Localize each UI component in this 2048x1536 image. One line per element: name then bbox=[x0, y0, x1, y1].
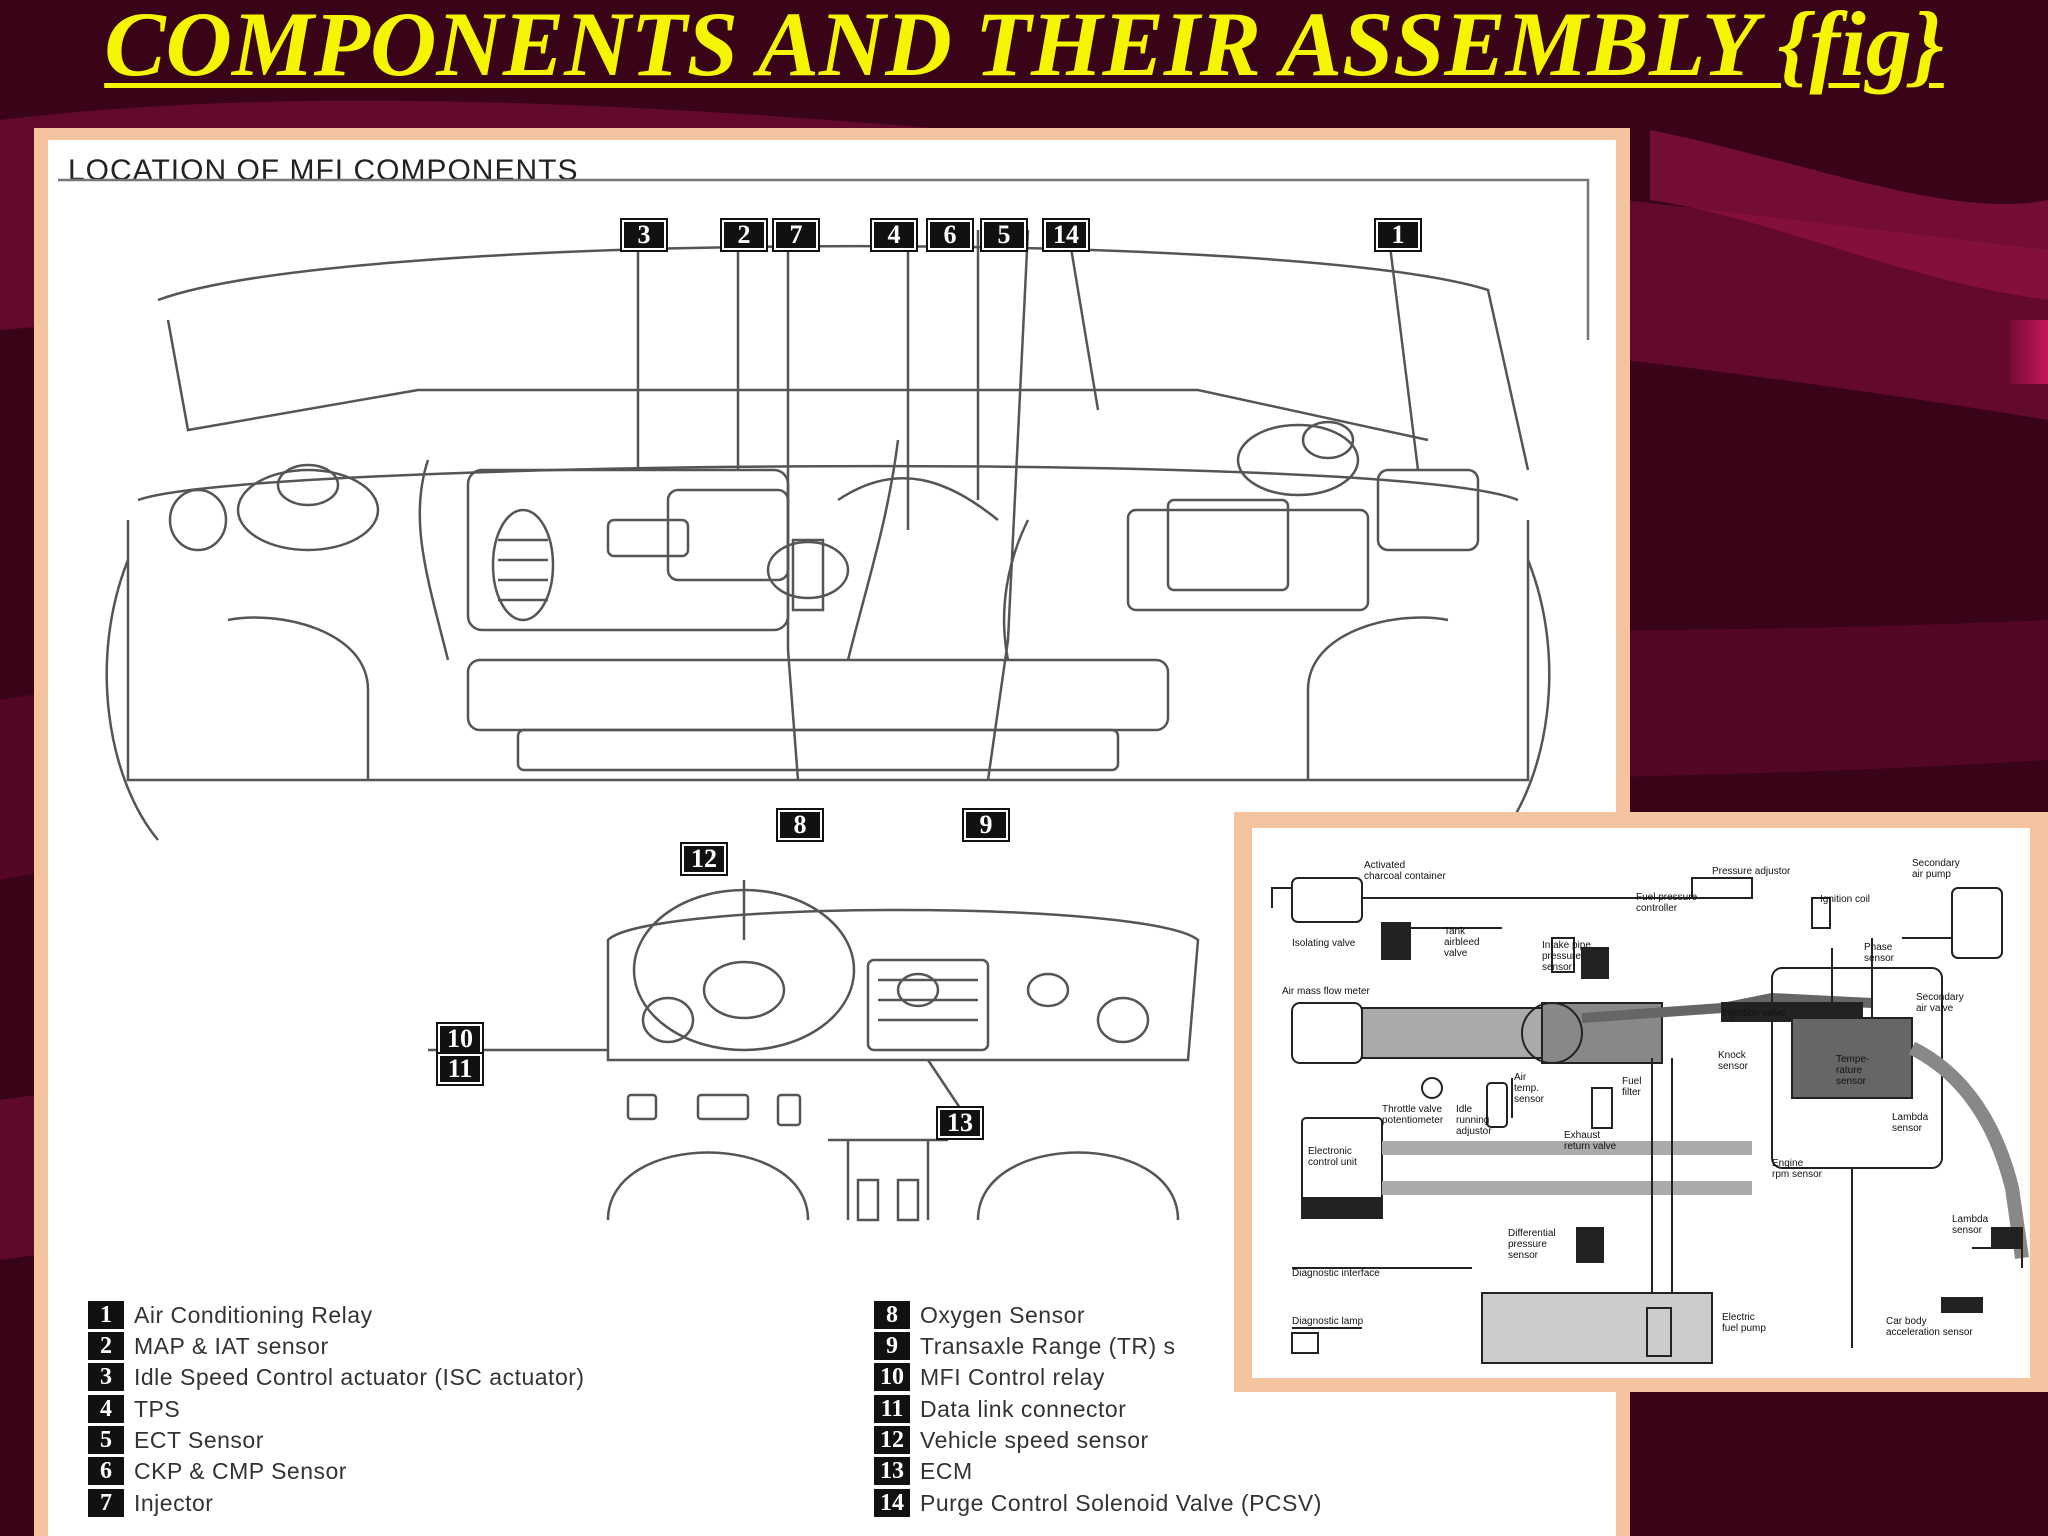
legend-item: 13 ECM bbox=[873, 1456, 973, 1486]
legend-item: 12 Vehicle speed sensor bbox=[873, 1425, 1149, 1455]
legend-number: 5 bbox=[87, 1425, 125, 1455]
legend-item: 1 Air Conditioning Relay bbox=[87, 1300, 373, 1330]
legend-number: 14 bbox=[873, 1488, 911, 1518]
legend-number: 13 bbox=[873, 1456, 911, 1486]
legend-label: MAP & IAT sensor bbox=[134, 1332, 329, 1359]
inset-figure-frame: Activated charcoal container Pressure ad… bbox=[1234, 812, 2048, 1392]
legend-item: 6 CKP & CMP Sensor bbox=[87, 1456, 347, 1486]
legend-number: 11 bbox=[873, 1394, 911, 1424]
legend-item: 4 TPS bbox=[87, 1394, 181, 1424]
label-differential-pressure-sensor: Differential pressure sensor bbox=[1508, 1228, 1556, 1261]
label-knock-sensor: Knock sensor bbox=[1718, 1050, 1749, 1072]
label-tank-airbleed-valve: Tank airbleed valve bbox=[1444, 926, 1480, 959]
label-engine-rpm-sensor: Engine rpm sensor bbox=[1772, 1158, 1823, 1180]
legend-label: Vehicle speed sensor bbox=[920, 1426, 1149, 1453]
legend-item: 7 Injector bbox=[87, 1488, 214, 1518]
legend-label: Purge Control Solenoid Valve (PCSV) bbox=[920, 1489, 1322, 1516]
legend-label: Injector bbox=[134, 1489, 214, 1516]
label-pressure-adjustor: Pressure adjustor bbox=[1712, 866, 1791, 877]
callout-10: 10 bbox=[436, 1022, 484, 1056]
legend-number: 7 bbox=[87, 1488, 125, 1518]
figure-heading: LOCATION OF MFI COMPONENTS bbox=[68, 154, 579, 187]
legend-label: CKP & CMP Sensor bbox=[134, 1457, 347, 1484]
legend-label: Idle Speed Control actuator (ISC actuato… bbox=[134, 1363, 585, 1390]
label-throttle-valve-potentiometer: Throttle valve potentiometer bbox=[1382, 1104, 1444, 1126]
label-ignition-coil: Ignition coil bbox=[1820, 894, 1871, 905]
label-fuel-filter: Fuel filter bbox=[1622, 1076, 1642, 1098]
callout-7: 7 bbox=[772, 218, 820, 252]
system-schematic bbox=[1271, 877, 2029, 1364]
legend-label: ECM bbox=[920, 1457, 973, 1484]
label-exhaust-return-valve: Exhaust return valve bbox=[1564, 1130, 1617, 1152]
callout-5: 5 bbox=[980, 218, 1028, 252]
label-electric-fuel-pump: Electric fuel pump bbox=[1722, 1312, 1766, 1334]
legend-item: 3 Idle Speed Control actuator (ISC actua… bbox=[87, 1362, 585, 1392]
legend-number: 6 bbox=[87, 1456, 125, 1486]
legend-number: 2 bbox=[87, 1331, 125, 1361]
legend-number: 10 bbox=[873, 1362, 911, 1392]
legend-label: ECT Sensor bbox=[134, 1426, 264, 1453]
callout-2: 2 bbox=[720, 218, 768, 252]
legend-item: 8 Oxygen Sensor bbox=[873, 1300, 1086, 1330]
callout-9: 9 bbox=[962, 808, 1010, 842]
callout-8: 8 bbox=[776, 808, 824, 842]
engine-bay-drawing bbox=[58, 178, 1590, 1222]
label-air-temp-sensor: Air temp. sensor bbox=[1514, 1072, 1545, 1105]
callout-4: 4 bbox=[870, 218, 918, 252]
legend-label: TPS bbox=[134, 1395, 181, 1422]
callout-3: 3 bbox=[620, 218, 668, 252]
legend-number: 8 bbox=[873, 1300, 911, 1330]
callout-12: 12 bbox=[680, 842, 728, 876]
label-fuel-pressure-controller: Fuel pressure controller bbox=[1636, 892, 1698, 914]
label-lambda-sensor-lower: Lambda sensor bbox=[1952, 1214, 1989, 1236]
legend-item: 2 MAP & IAT sensor bbox=[87, 1331, 329, 1361]
label-isolating-valve: Isolating valve bbox=[1292, 938, 1356, 949]
label-injection-valve: Injection valve bbox=[1722, 1008, 1786, 1019]
label-intake-pipe-sensor: Intake pipe pressure sensor bbox=[1542, 940, 1591, 973]
legend-number: 4 bbox=[87, 1394, 125, 1424]
legend-item: 11 Data link connector bbox=[873, 1394, 1127, 1424]
callout-14: 14 bbox=[1042, 218, 1090, 252]
legend-label: MFI Control relay bbox=[920, 1363, 1105, 1390]
label-lambda-sensor-upper: Lambda sensor bbox=[1892, 1112, 1929, 1134]
legend-label: Data link connector bbox=[920, 1395, 1127, 1422]
callout-1: 1 bbox=[1374, 218, 1422, 252]
label-secondary-air-valve: Secondary air valve bbox=[1916, 992, 1964, 1014]
label-diagnostic-lamp: Diagnostic lamp bbox=[1292, 1316, 1364, 1327]
callout-6: 6 bbox=[926, 218, 974, 252]
label-secondary-air-pump: Secondary air pump bbox=[1912, 858, 1960, 880]
callout-13: 13 bbox=[936, 1106, 984, 1140]
legend-label: Transaxle Range (TR) s bbox=[920, 1332, 1176, 1359]
decorative-accent-block bbox=[2010, 320, 2048, 384]
callout-11: 11 bbox=[436, 1052, 484, 1086]
slide-title: COMPONENTS AND THEIR ASSEMBLY {fig} bbox=[104, 0, 1944, 95]
legend-item: 5 ECT Sensor bbox=[87, 1425, 264, 1455]
legend-number: 12 bbox=[873, 1425, 911, 1455]
fuel-injection-system-diagram: Activated charcoal container Pressure ad… bbox=[1252, 828, 2030, 1378]
label-phase-sensor: Phase sensor bbox=[1864, 942, 1895, 964]
legend-item: 9 Transaxle Range (TR) s bbox=[873, 1331, 1176, 1361]
legend-label: Air Conditioning Relay bbox=[134, 1301, 373, 1328]
label-diagnostic-interface: Diagnostic interface bbox=[1292, 1268, 1380, 1279]
label-idle-running-adjustor: Idle running adjustor bbox=[1456, 1104, 1492, 1137]
legend-number: 3 bbox=[87, 1362, 125, 1392]
label-charcoal-container: Activated charcoal container bbox=[1364, 860, 1446, 882]
legend-item: 10 MFI Control relay bbox=[873, 1362, 1105, 1392]
legend-number: 9 bbox=[873, 1331, 911, 1361]
legend-number: 1 bbox=[87, 1300, 125, 1330]
legend-item: 14 Purge Control Solenoid Valve (PCSV) bbox=[873, 1488, 1322, 1518]
legend-label: Oxygen Sensor bbox=[920, 1301, 1086, 1328]
label-car-body-acceleration-sensor: Car body acceleration sensor bbox=[1886, 1316, 1973, 1338]
label-air-mass-flow-meter: Air mass flow meter bbox=[1282, 986, 1370, 997]
label-electronic-control-unit: Electronic control unit bbox=[1308, 1146, 1357, 1168]
label-temperature-sensor: Tempe- rature sensor bbox=[1836, 1054, 1870, 1087]
